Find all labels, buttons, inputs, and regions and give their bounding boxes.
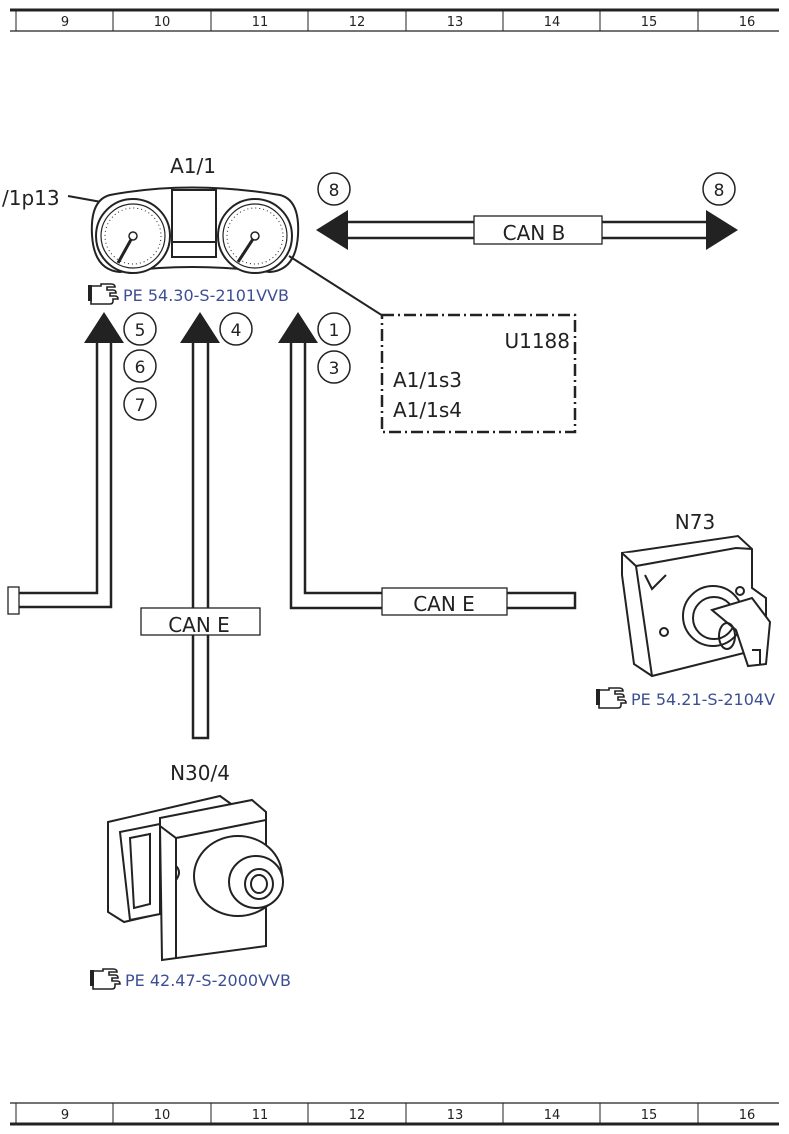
svg-text:1: 1 [329,321,340,341]
svg-text:4: 4 [231,321,242,341]
ruler-col-11: 11 [252,15,269,30]
u1188-item-1: A1/1s3 [393,368,462,392]
svg-text:CAN E: CAN E [168,613,230,637]
u1188-title: U1188 [504,329,570,353]
ruler-col-12: 12 [349,1108,366,1123]
n73-reference-link[interactable]: PE 54.21-S-2104V [595,687,775,709]
cluster-sublabel: /1p13 [2,186,60,210]
ruler-col-14: 14 [544,15,561,30]
bottom-ruler: 9 10 11 12 13 14 15 16 [10,1102,779,1126]
cluster-label: A1/1 [170,154,216,178]
svg-text:5: 5 [135,321,146,341]
svg-text:6: 6 [135,358,146,378]
middle-wire [191,340,210,740]
top-ruler: 9 10 11 12 13 14 15 16 [10,8,779,32]
svg-text:8: 8 [329,181,340,201]
pointing-hand-icon [595,687,627,709]
pointing-hand-icon [89,968,121,990]
can-b-right-marker: 8 [702,172,736,206]
left-arrow-marker-5: 5 [123,312,157,346]
middle-arrow-marker-4: 4 [219,312,253,346]
cluster-reference-text: PE 54.30-S-2101VVB [123,286,289,305]
svg-text:3: 3 [329,359,340,379]
ruler-col-10: 10 [154,15,171,30]
ruler-col-15: 15 [641,1108,658,1123]
left-arrow-marker-6: 6 [123,349,157,383]
svg-text:7: 7 [135,396,146,416]
ruler-col-15: 15 [641,15,658,30]
ruler-col-16: 16 [739,1108,756,1123]
ignition-switch-drawing [621,534,772,678]
ruler-col-13: 13 [447,15,464,30]
left-arrow-marker-7: 7 [123,387,157,421]
ruler-col-10: 10 [154,1108,171,1123]
ruler-col-9: 9 [61,1108,69,1123]
n30-4-reference-link[interactable]: PE 42.47-S-2000VVB [89,968,291,990]
right-arrow-marker-1: 1 [317,312,351,346]
can-e-right-bus-label: CAN E [381,587,508,616]
cluster-reference-link[interactable]: PE 54.30-S-2101VVB [87,283,289,305]
left-arrow [84,312,124,343]
can-e-left-bus-label: CAN E [140,607,261,637]
u1188-item-2: A1/1s4 [393,398,462,422]
n73-label: N73 [675,510,715,534]
ruler-col-16: 16 [739,15,756,30]
ruler-col-11: 11 [252,1108,269,1123]
can-b-label: CAN B [503,221,566,245]
right-wire [289,340,577,610]
ruler-col-9: 9 [61,15,69,30]
right-arrow-marker-3: 3 [317,350,351,384]
left-wire [10,340,113,609]
pointing-hand-icon [87,283,119,305]
n30-4-reference-text: PE 42.47-S-2000VVB [125,971,291,990]
n73-reference-text: PE 54.21-S-2104V [631,690,775,709]
middle-arrow [180,312,220,343]
ruler-col-12: 12 [349,15,366,30]
svg-text:CAN E: CAN E [413,592,475,616]
can-b-left-marker: 8 [317,172,351,206]
esp-unit-drawing [107,794,284,962]
n30-4-label: N30/4 [170,761,230,785]
ruler-col-13: 13 [447,1108,464,1123]
right-arrow [278,312,318,343]
u1188-box: U1188 A1/1s3 A1/1s4 [380,313,577,434]
svg-text:8: 8 [714,181,725,201]
can-b-bus: CAN B [316,210,738,250]
ruler-col-14: 14 [544,1108,561,1123]
instrument-cluster-drawing [90,186,300,274]
